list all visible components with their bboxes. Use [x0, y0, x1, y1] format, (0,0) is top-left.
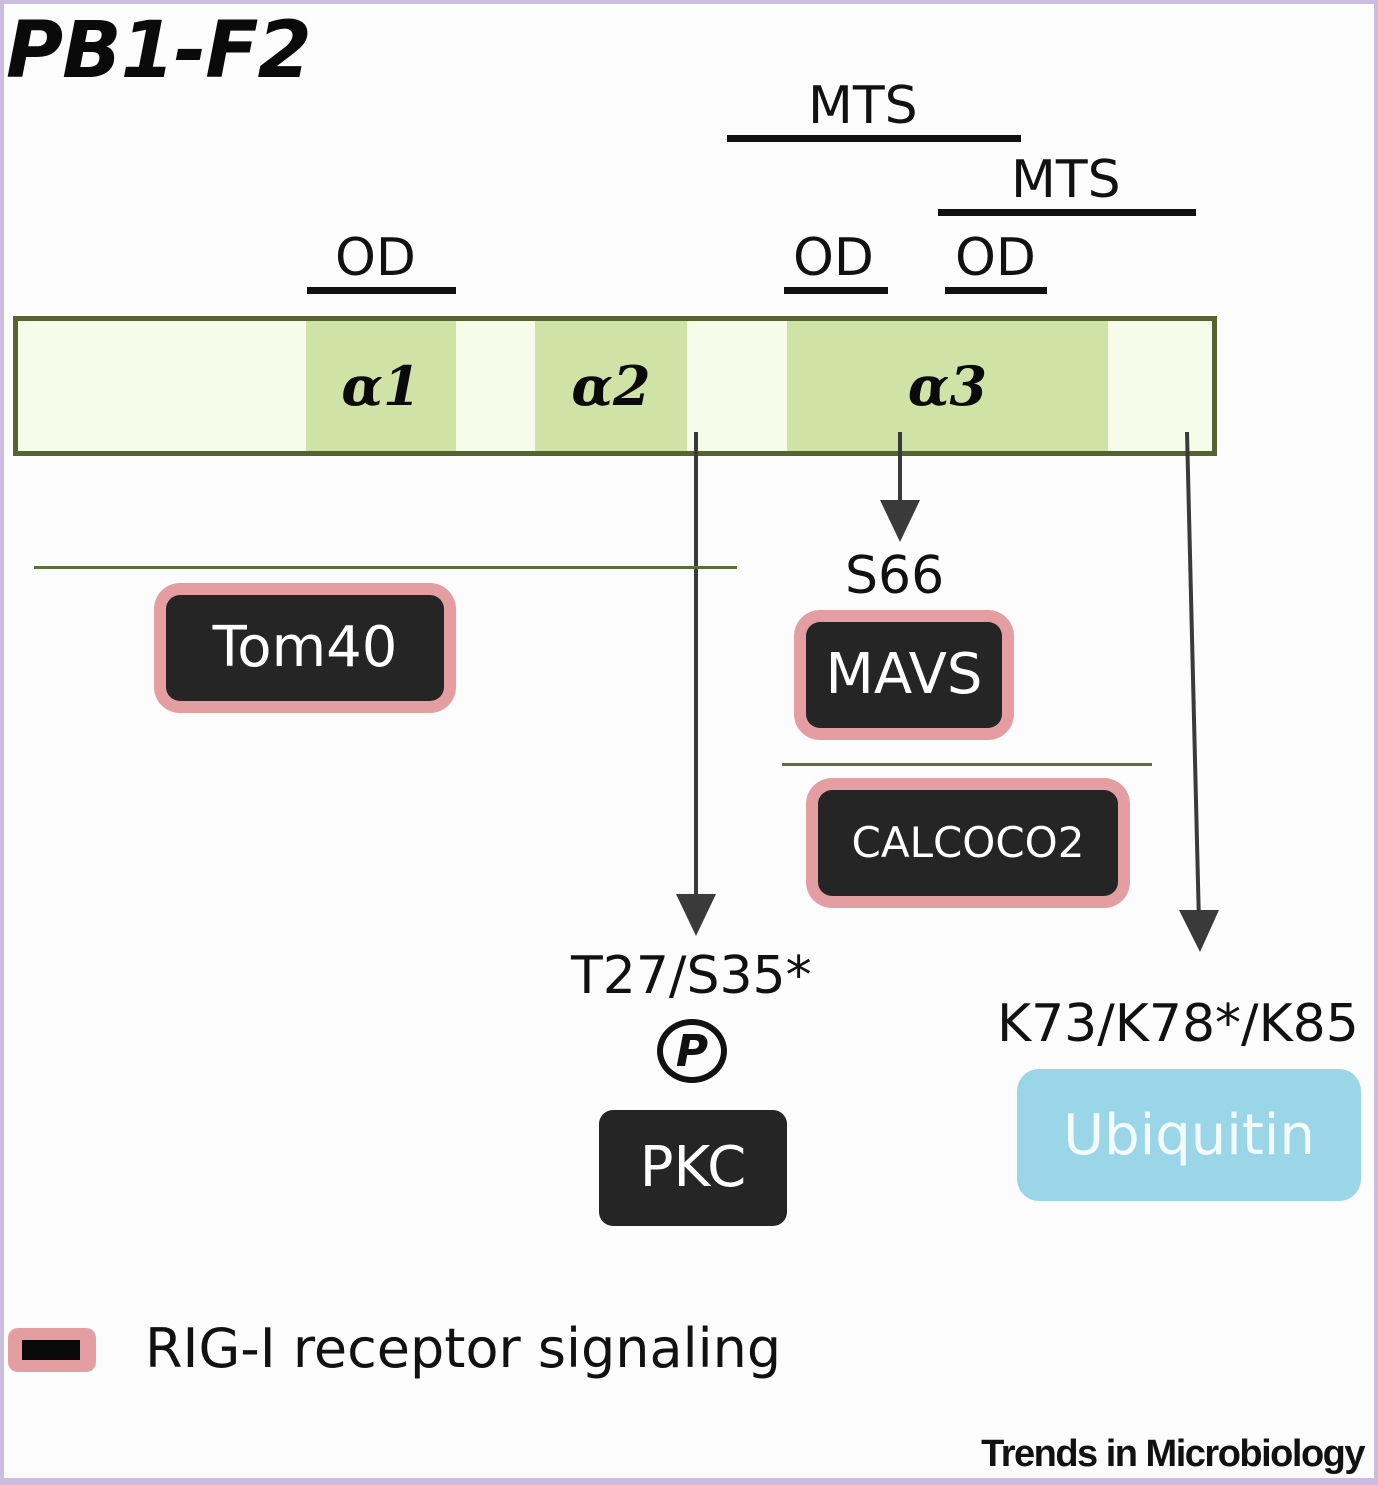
mts-label-2: MTS	[1011, 150, 1121, 210]
arrow-head	[880, 500, 920, 542]
helix-alpha3: α3	[787, 321, 1108, 451]
ubiquitin-box: Ubiquitin	[1017, 1069, 1361, 1201]
tom40-box: Tom40	[166, 595, 444, 701]
calcoco2-box: CALCOCO2	[818, 790, 1118, 896]
helix-alpha3-label: α3	[907, 354, 988, 418]
k-sites-label: K73/K78*/K85	[997, 994, 1359, 1054]
mts-label-1: MTS	[808, 76, 918, 136]
helix-alpha1-label: α1	[341, 354, 421, 418]
helix-alpha2-label: α2	[571, 354, 651, 418]
arrow-shaft	[1185, 431, 1201, 925]
rig-i-legend-swatch	[8, 1328, 96, 1372]
arrow-head	[676, 894, 716, 936]
od-bar-2	[784, 287, 888, 294]
od-label-2: OD	[793, 228, 874, 288]
mts-bar-1	[727, 135, 1021, 142]
phosphorylation-icon: P	[657, 1019, 727, 1083]
pkc-box: PKC	[599, 1110, 787, 1226]
figure-canvas: PB1-F2 MTS MTS OD OD OD α1 α2 α3	[4, 4, 1374, 1478]
helix-alpha1: α1	[306, 321, 456, 451]
arrow-layer	[676, 431, 1219, 952]
figure-title: PB1-F2	[6, 6, 312, 96]
phospho-symbol: P	[675, 1025, 709, 1077]
s66-site-label: S66	[845, 546, 945, 606]
od-label-1: OD	[335, 228, 416, 288]
od-label-3: OD	[955, 228, 1036, 288]
protein-bar: α1 α2 α3	[13, 316, 1217, 456]
arrow-to-s66	[880, 432, 920, 542]
arrow-to-t27-s35	[676, 432, 716, 936]
arrow-head	[1179, 910, 1219, 952]
journal-name: Trends in Microbiology	[981, 1433, 1365, 1475]
mavs-box: MAVS	[806, 622, 1002, 728]
tom40-interaction-line	[34, 566, 737, 569]
od-bar-1	[307, 287, 456, 294]
od-bar-3	[945, 287, 1047, 294]
helix-alpha2: α2	[535, 321, 687, 451]
calcoco2-interaction-line	[782, 763, 1152, 766]
arrow-to-k-sites	[1179, 431, 1219, 952]
rig-i-legend-label: RIG-I receptor signaling	[145, 1317, 782, 1380]
mts-bar-2	[938, 209, 1196, 216]
t27-s35-site-label: T27/S35*	[571, 946, 812, 1006]
